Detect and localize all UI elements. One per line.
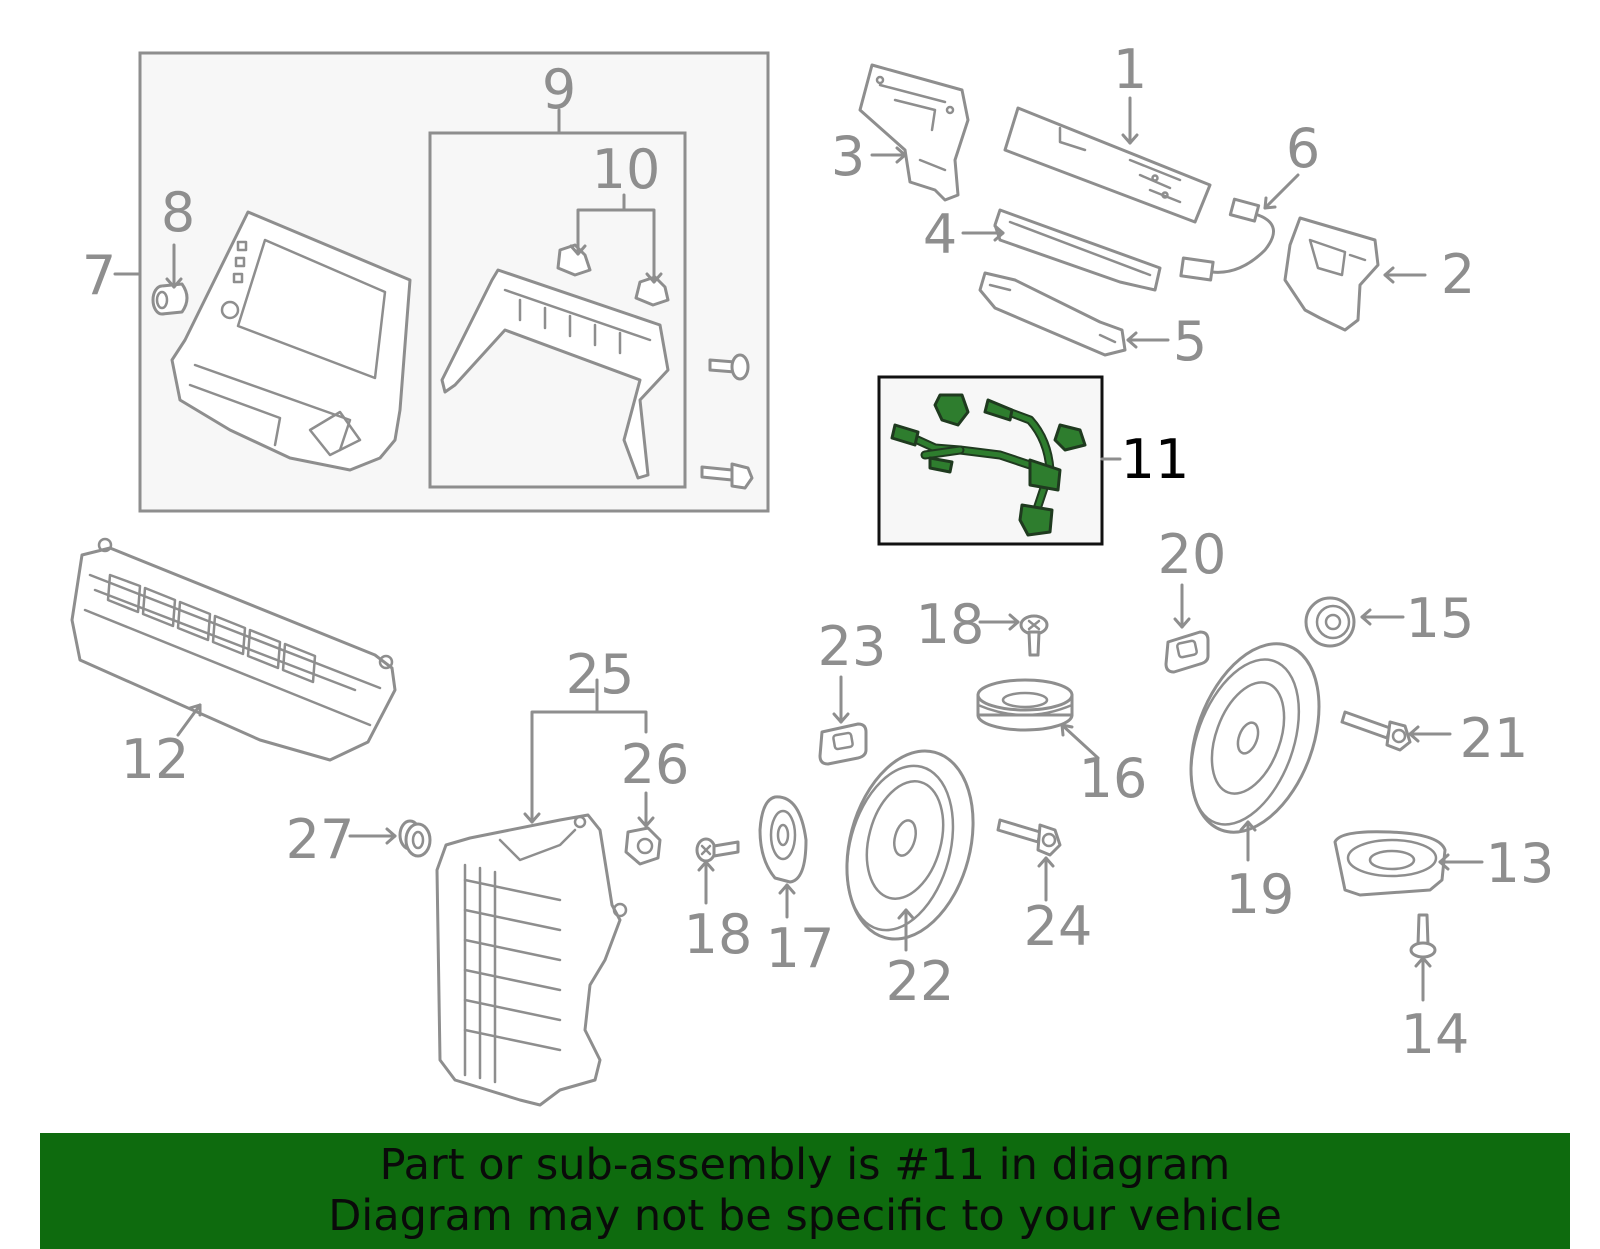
bracket-5-part[interactable]: [978, 271, 1127, 357]
callout-27: 27: [286, 808, 355, 871]
callout-10: 10: [592, 138, 661, 201]
callout-3: 3: [831, 125, 865, 188]
callout-18-lower: 18: [684, 903, 753, 966]
bolt-24-part[interactable]: [996, 818, 1062, 857]
callout-25: 25: [566, 643, 635, 706]
grommet-part[interactable]: [398, 819, 432, 858]
callout-9: 9: [542, 58, 576, 121]
spacer-23-part[interactable]: [818, 722, 868, 766]
callout-labels: 1 2 3 4 5 6 7 8 9 10 11 12 13 14 15 16 1…: [82, 38, 1555, 1066]
screw-18-upper-part[interactable]: [1019, 614, 1049, 657]
audio-unit-part[interactable]: [1003, 106, 1212, 224]
bolt-21-part[interactable]: [1340, 710, 1412, 752]
clip-part[interactable]: [556, 243, 670, 307]
banner-line-2: Diagram may not be specific to your vehi…: [328, 1191, 1282, 1241]
amplifier-part[interactable]: [435, 813, 628, 1107]
info-banner: Part or sub-assembly is #11 in diagram D…: [40, 1133, 1570, 1249]
callout-5: 5: [1173, 310, 1207, 373]
callout-2: 2: [1441, 243, 1475, 306]
tweeter-17-part[interactable]: [758, 795, 808, 884]
callout-18-upper: 18: [916, 593, 985, 656]
callout-1: 1: [1113, 38, 1147, 101]
callout-16: 16: [1079, 747, 1148, 810]
callout-23: 23: [818, 615, 887, 678]
callout-6: 6: [1286, 117, 1320, 180]
control-panel-part[interactable]: [70, 537, 397, 762]
callout-15: 15: [1406, 587, 1475, 650]
display-unit-part[interactable]: [170, 210, 412, 472]
nut-part[interactable]: [624, 826, 662, 866]
callout-11: 11: [1121, 428, 1190, 491]
speaker-22-part[interactable]: [827, 737, 993, 954]
leader-lines: [113, 96, 1484, 1002]
screw-14-part[interactable]: [1409, 913, 1437, 959]
callout-24: 24: [1024, 895, 1093, 958]
banner-line-1: Part or sub-assembly is #11 in diagram: [379, 1140, 1231, 1190]
spacer-20-part[interactable]: [1164, 630, 1210, 674]
cable-6-part[interactable]: [1179, 197, 1275, 282]
callout-12: 12: [121, 728, 190, 791]
callout-17: 17: [766, 917, 835, 980]
callout-22: 22: [886, 950, 955, 1013]
callout-7: 7: [82, 244, 116, 307]
knob-part[interactable]: [151, 282, 189, 316]
bracket-2-part[interactable]: [1283, 216, 1380, 332]
tweeter-16-part[interactable]: [976, 678, 1074, 732]
wire-harness-part[interactable]: [890, 393, 1087, 537]
bracket-4-part[interactable]: [993, 208, 1162, 292]
callout-4: 4: [923, 203, 957, 266]
bracket-3-part[interactable]: [858, 63, 970, 202]
callout-20: 20: [1158, 523, 1227, 586]
callout-21: 21: [1460, 707, 1529, 770]
callout-19: 19: [1226, 863, 1295, 926]
tweeter-15-part[interactable]: [1304, 596, 1356, 648]
speaker-19-part[interactable]: [1167, 626, 1343, 850]
bezel-part[interactable]: [440, 268, 670, 480]
screw-18-lower-part[interactable]: [695, 837, 740, 863]
tweeter-13-part[interactable]: [1333, 830, 1447, 897]
callout-13: 13: [1486, 832, 1555, 895]
callout-14: 14: [1401, 1003, 1470, 1066]
callout-26: 26: [621, 733, 690, 796]
callout-8: 8: [161, 181, 195, 244]
screw-part[interactable]: [700, 353, 754, 490]
